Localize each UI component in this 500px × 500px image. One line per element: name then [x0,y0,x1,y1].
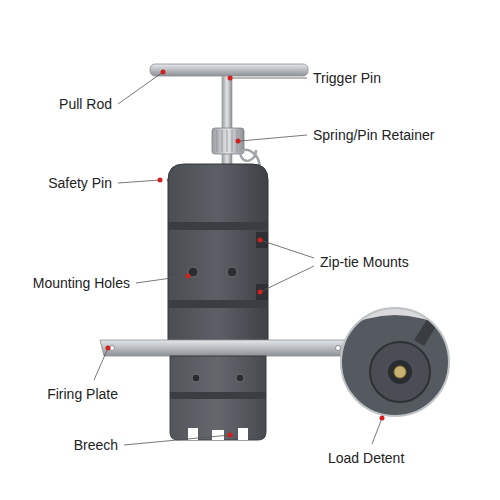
part-label: Load Detent [328,450,404,466]
part-label: Spring/Pin Retainer [313,127,434,143]
part-label: Pull Rod [59,96,112,112]
part-label: Zip-tie Mounts [320,254,409,270]
part-label: Trigger Pin [313,70,381,86]
part-label: Safety Pin [48,175,112,191]
part-label: Breech [74,437,118,453]
part-label: Firing Plate [47,386,118,402]
part-label: Mounting Holes [33,275,130,291]
